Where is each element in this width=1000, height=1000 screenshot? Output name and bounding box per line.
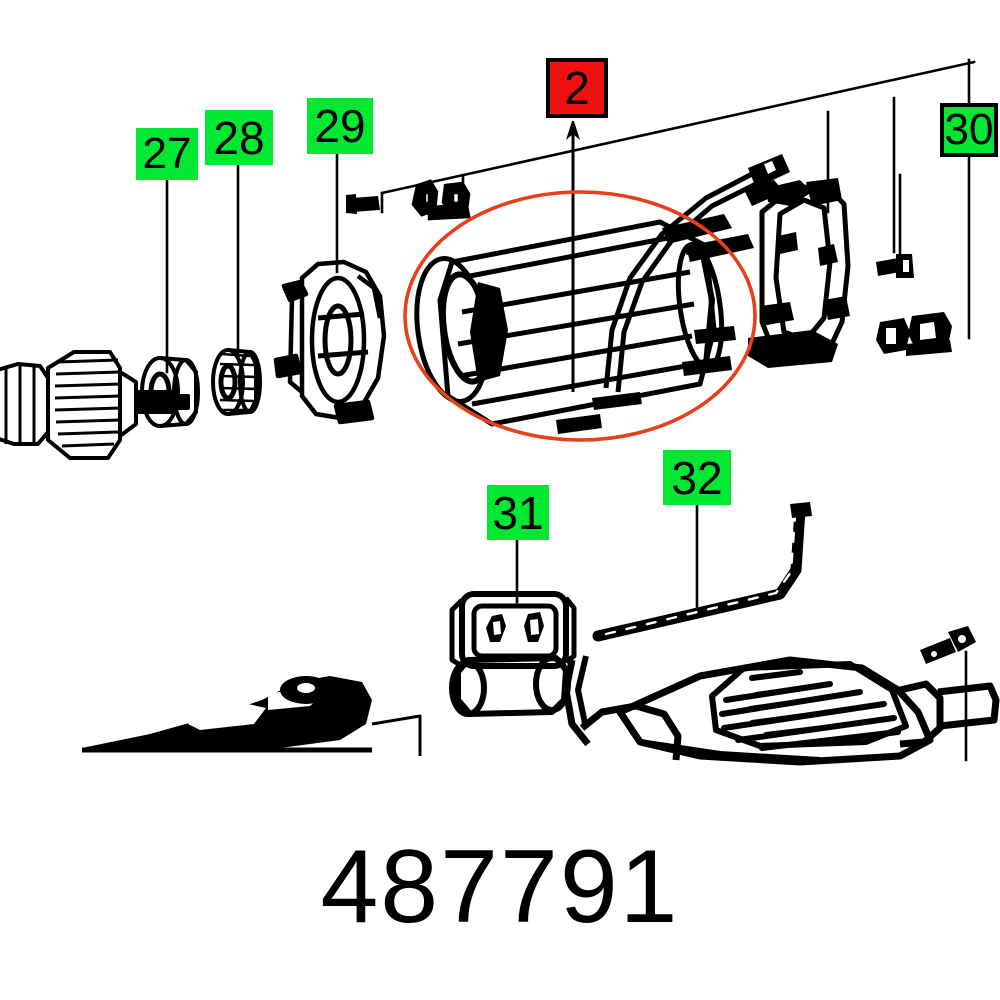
callout-31[interactable]: 31	[487, 485, 549, 540]
brush-holder-assembly	[744, 178, 851, 368]
callout-29-label: 29	[314, 100, 366, 152]
stator-field-coil	[414, 154, 790, 434]
callout-32-label: 32	[671, 451, 723, 504]
screw-right	[876, 254, 914, 278]
part-number: 487791	[320, 829, 680, 945]
armature-rotor	[0, 350, 190, 460]
callout-2[interactable]: 2	[543, 55, 611, 121]
callout-32[interactable]: 32	[663, 450, 731, 505]
callout-27-label: 27	[142, 129, 192, 178]
callout-29[interactable]: 29	[307, 98, 373, 154]
callout-27[interactable]: 27	[136, 128, 198, 180]
callout-2-label: 2	[564, 62, 590, 114]
spacer-ring	[211, 348, 262, 416]
screw-bottom-right	[920, 626, 976, 664]
callout-31-label: 31	[492, 486, 544, 539]
cable-clamp	[449, 591, 577, 717]
small-bracket-parts	[411, 179, 471, 221]
leader-lines	[165, 152, 968, 762]
small-parts-right	[876, 312, 952, 356]
stator-field-coil-highlight	[403, 190, 757, 442]
callout-28-label: 28	[213, 111, 265, 164]
tool-housing-right	[562, 655, 1000, 766]
callout-30-label: 30	[944, 105, 994, 154]
ball-bearing	[140, 356, 200, 428]
group-bracket-lines	[380, 58, 976, 340]
callout-28[interactable]: 28	[205, 110, 273, 165]
bent-rod-end-cap	[790, 502, 812, 518]
bearing-flange	[273, 259, 387, 425]
bent-rod-highlight	[604, 514, 797, 636]
tool-housing-left	[82, 676, 422, 756]
screw-small	[346, 194, 380, 214]
bent-rod-handle	[592, 504, 806, 642]
callout-30[interactable]: 30	[940, 103, 998, 157]
